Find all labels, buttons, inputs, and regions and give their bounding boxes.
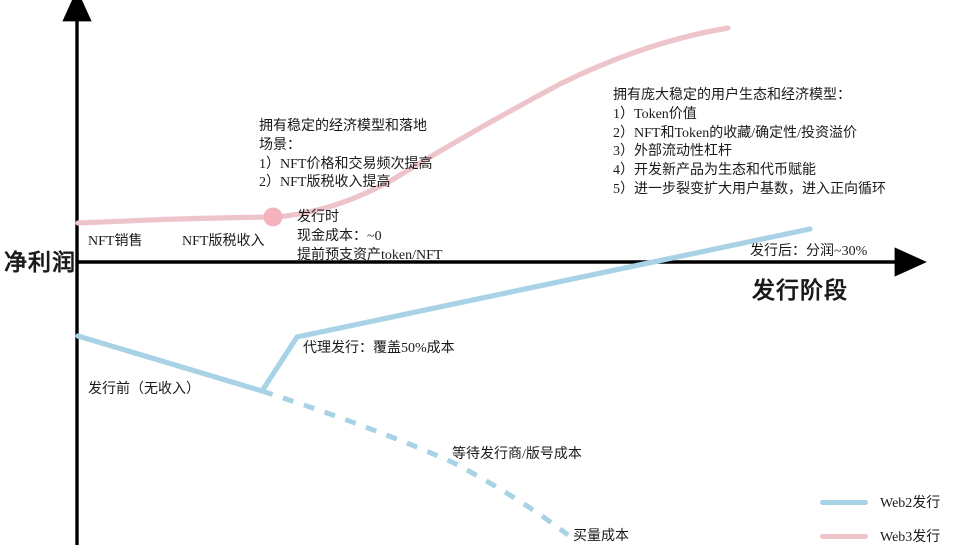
annotation-nft-sale: NFT销售 [88,234,143,249]
legend-swatch-web3 [820,533,868,539]
annotation-buy-traffic: 买量成本 [573,529,629,544]
annotation-pre-issue: 发行前（无收入） [88,382,200,397]
legend-item-web3[interactable]: Web3发行 [820,526,940,546]
chart-legend: Web2发行 Web3发行 [820,492,940,546]
series-line-web2 [75,226,813,394]
legend-swatch-web2 [820,499,868,505]
series-line-web2-dashed [261,388,570,537]
annotation-agent-issue: 代理发行：覆盖50%成本 [303,341,455,356]
series-line-web3 [75,25,731,226]
y-axis-title: 净利润 [4,250,76,275]
annotation-after-issue: 发行后：分润~30% [750,244,868,259]
issue-point-marker [263,207,283,227]
annotation-wait-publisher: 等待发行商/版号成本 [452,447,582,462]
annotation-issue-time: 发行时 现金成本：~0 提前预支资产token/NFT [297,210,443,263]
annotation-nft-royalty: NFT版税收入 [182,234,265,249]
legend-item-web2[interactable]: Web2发行 [820,492,940,512]
x-axis-title: 发行阶段 [752,278,848,303]
legend-label-web3: Web3发行 [880,530,941,545]
annotation-large-ecosystem: 拥有庞大稳定的用户生态和经济模型： 1）Token价值 2）NFT和Token的… [613,88,886,197]
annotation-stable-economy: 拥有稳定的经济模型和落地 场景： 1）NFT价格和交易频次提高 2）NFT版税收… [259,119,433,191]
legend-label-web2: Web2发行 [880,496,941,511]
